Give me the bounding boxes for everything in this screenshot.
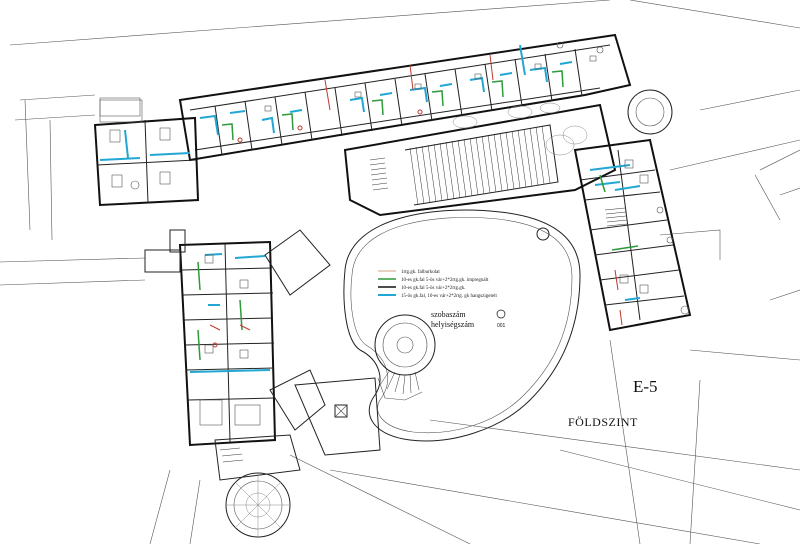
west-wing — [144, 229, 331, 447]
legend-item-acoustic: 15-ös gk.fal, 10-es vár+2*2rtg. gk hangs… — [378, 294, 497, 299]
east-wing — [573, 138, 692, 332]
central-hall — [343, 89, 673, 217]
legend-item-cladding: 1rtg.gk. falburkolat — [378, 270, 440, 275]
legend-label-cladding: 1rtg.gk. falburkolat — [401, 270, 440, 275]
space-number-symbol: 001 — [497, 323, 506, 329]
courtyard — [343, 209, 581, 442]
legend-item-standard: 10-es gk.fal 5-ös vár+2*2rtg.gk. — [378, 286, 465, 291]
room-number-symbol-icon — [496, 309, 506, 319]
legend-label-impregnated: 10-es gk.fal 5-ös vár+2*2rtg.gk. impregn… — [401, 278, 489, 283]
legend: 1rtg.gk. falburkolat 10-es gk.fal 5-ös v… — [378, 270, 506, 329]
space-number-label: helyiségszám — [431, 320, 475, 329]
legend-label-acoustic: 15-ös gk.fal, 10-es vár+2*2rtg. gk hangs… — [401, 294, 497, 299]
sheet-id: E-5 — [633, 377, 658, 396]
south-block — [294, 377, 381, 456]
legend-item-impregnated: 10-es gk.fal 5-ös vár+2*2rtg.gk. impregn… — [378, 278, 489, 283]
south-entrance — [214, 434, 301, 538]
room-number-label: szobaszám — [431, 310, 466, 319]
legend-label-standard: 10-es gk.fal 5-ös vár+2*2rtg.gk. — [401, 286, 465, 291]
sheet-title: FÖLDSZINT — [568, 415, 638, 429]
north-wing — [178, 33, 632, 162]
northwest-block — [93, 99, 200, 207]
